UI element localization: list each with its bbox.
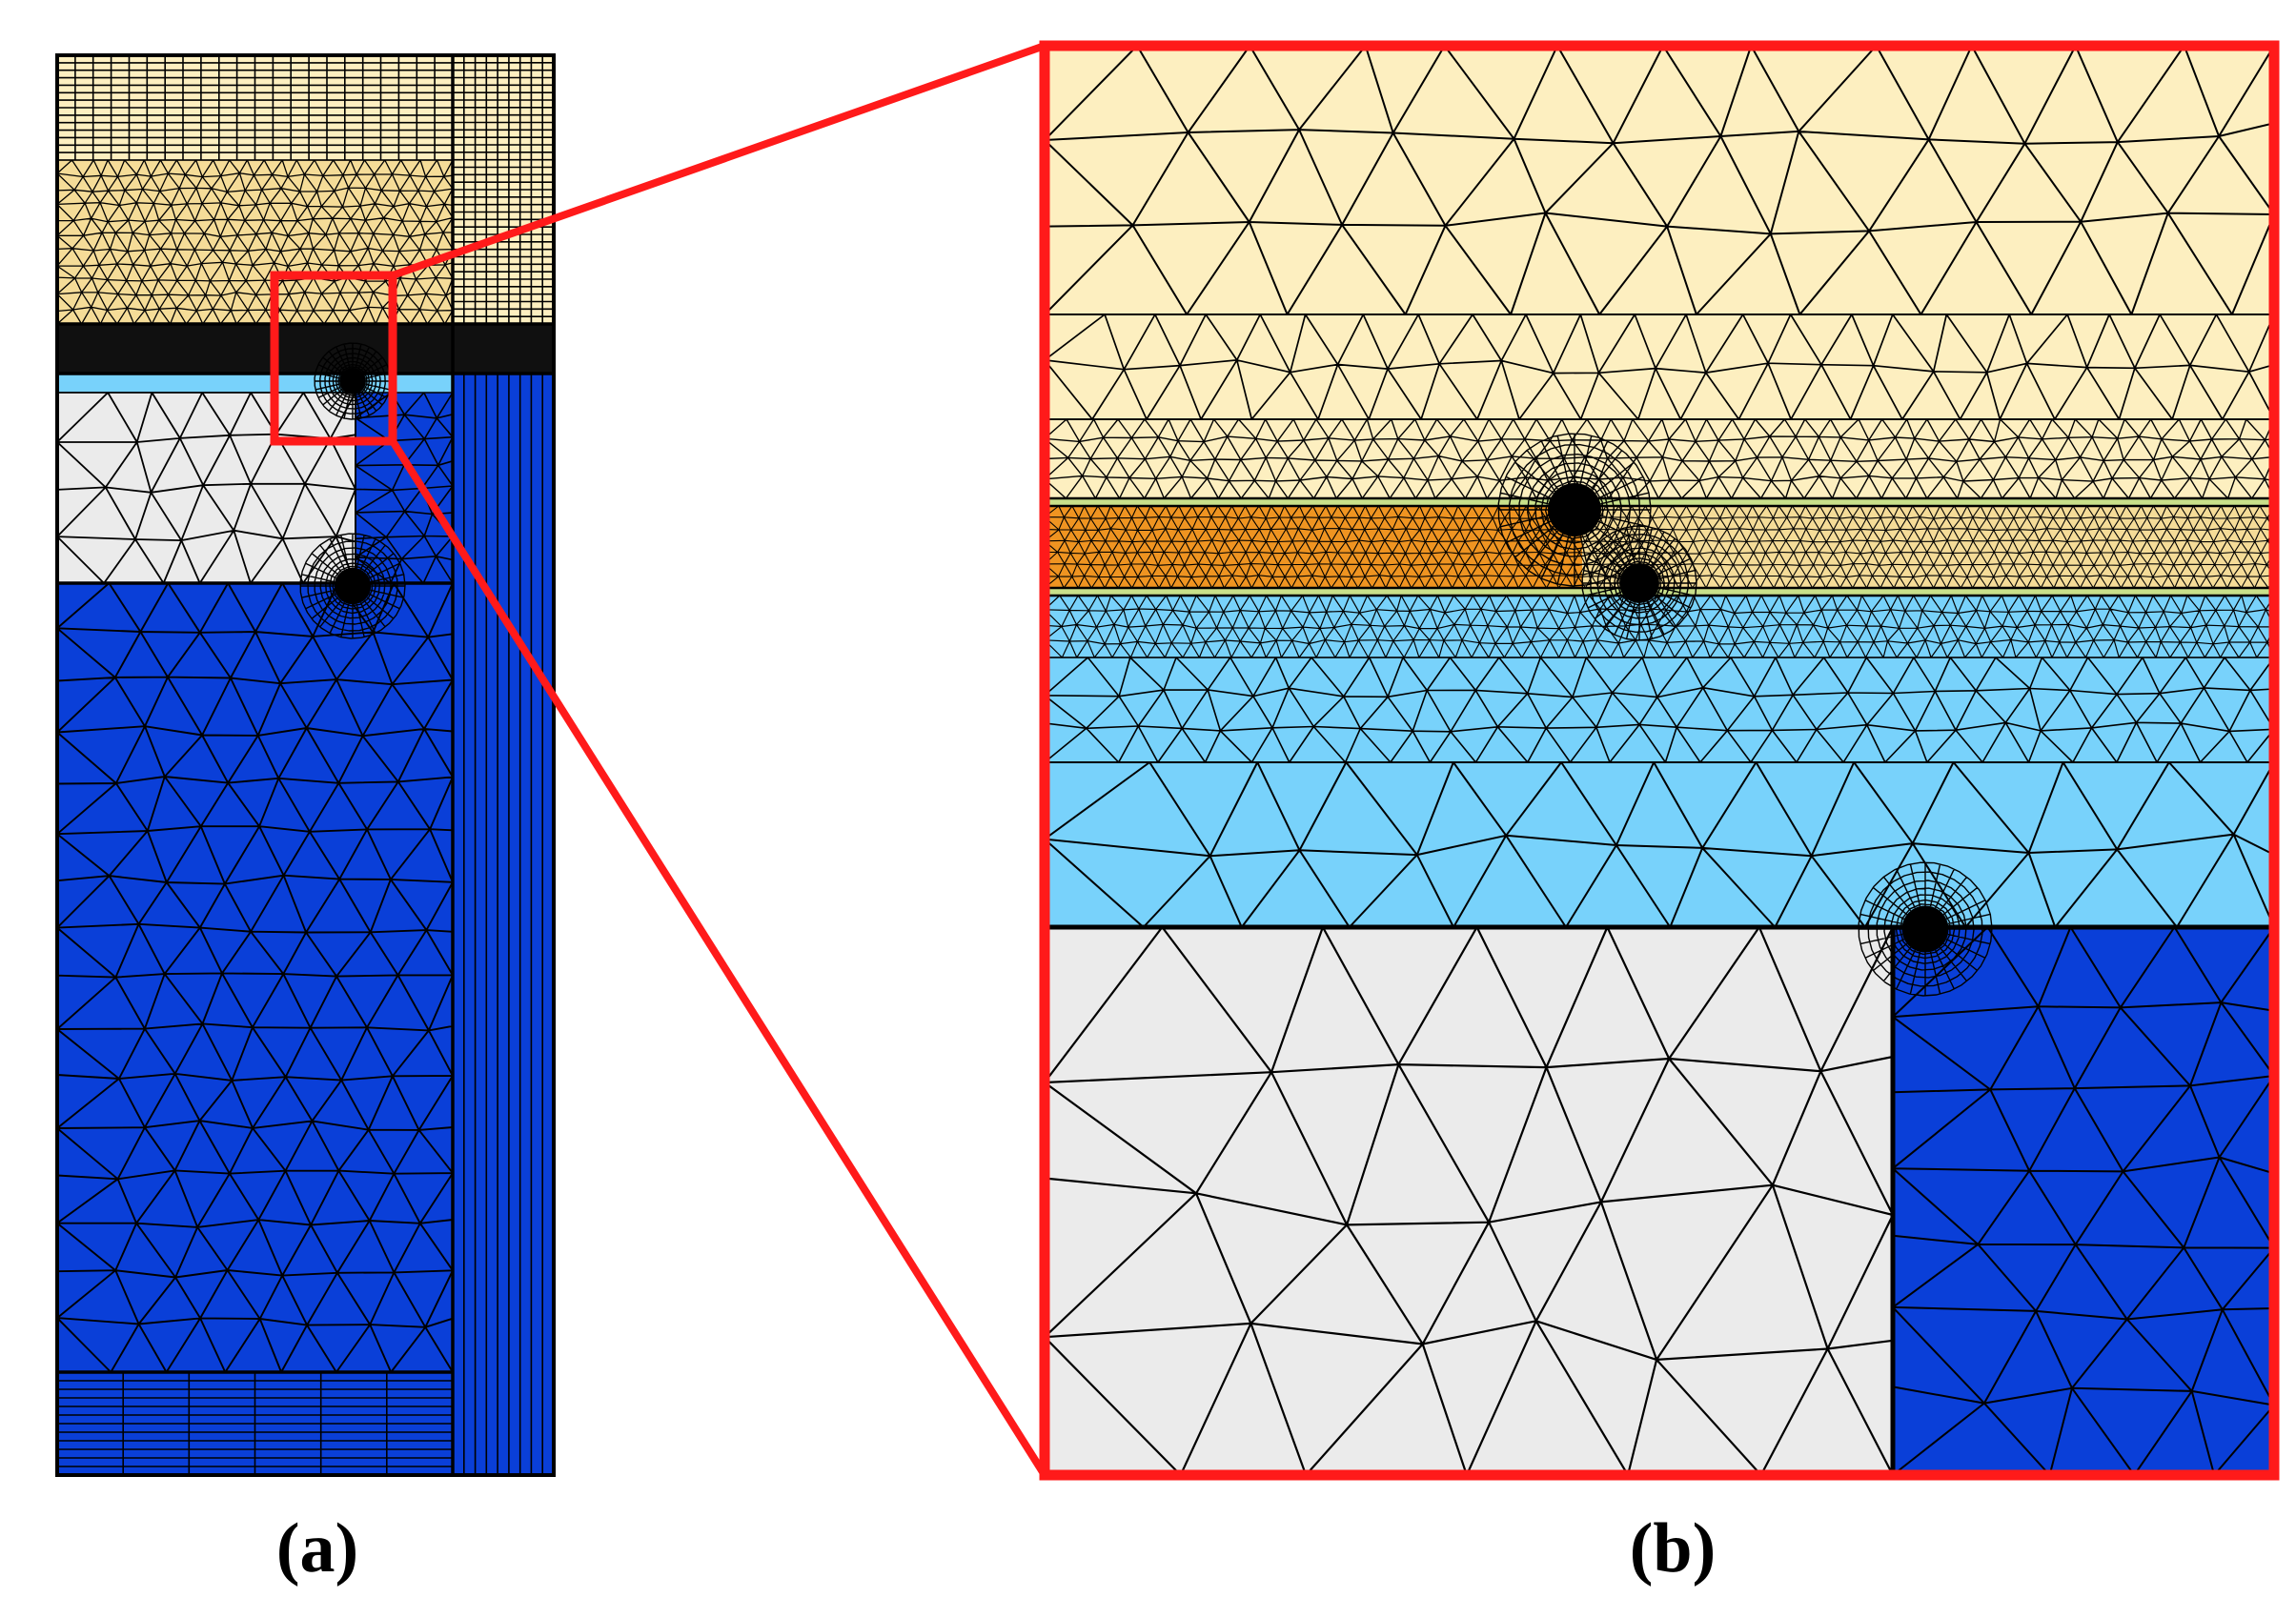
panel-label-a: (a) (275, 1509, 359, 1588)
b-upper-refinement-rings (1497, 433, 1652, 587)
a-corner-refinement-rings (299, 533, 406, 639)
b-corner-refinement (1858, 861, 1993, 997)
b-corner-refinement-core (1901, 905, 1949, 953)
b-interface-refinement-core (1619, 563, 1659, 603)
zoom-panel-frame (1039, 40, 2280, 1481)
b-interface-refinement (1581, 525, 1697, 641)
b-region-boundaries (1045, 924, 2274, 1475)
b-orange-right-tan (1582, 506, 2274, 588)
b-interface-refinement-rings (1581, 525, 1697, 641)
a-top-quad-grid (57, 55, 454, 161)
panel-b-mesh-refinement-spots (1497, 433, 1993, 997)
panel-a-border (55, 53, 556, 1477)
a-region-boundaries (57, 55, 554, 1475)
b-upper-refinement (1497, 433, 1652, 587)
a-corner-refinement-core (334, 567, 372, 605)
panel-a-mesh-lines (57, 55, 554, 1475)
zoom-region-box (270, 271, 397, 446)
b-corner-refinement-rings (1858, 861, 1993, 997)
zoom-connector-top (391, 42, 1046, 279)
b-green-strip-top (1045, 498, 2274, 506)
a-corner-refinement (299, 533, 406, 639)
panel-label-b: (b) (1629, 1509, 1717, 1588)
b-green-strip-bottom (1045, 588, 2274, 596)
panel-b-zoomed-mesh (1045, 46, 2274, 1475)
panel-b-material-regions (1045, 46, 2274, 1475)
b-upper-refinement-core (1548, 483, 1601, 536)
a-interface-refinement-rings (314, 342, 392, 420)
b-layer-interfaces (1045, 496, 2274, 597)
b-top-layer (1045, 46, 2274, 498)
zoom-connector-lines (389, 42, 1048, 1478)
b-gray-region (1045, 927, 1893, 1475)
a-interface-refinement-core (339, 368, 366, 394)
a-right-blue-strip (453, 374, 554, 1475)
panel-b-mesh-lines (1045, 46, 2274, 1475)
a-interface-refinement (314, 342, 392, 420)
b-blue-region (1893, 927, 2274, 1475)
zoom-connector-bottom (389, 438, 1048, 1478)
a-dense-interface-band (57, 324, 554, 374)
panel-a-full-mesh (55, 53, 556, 1477)
